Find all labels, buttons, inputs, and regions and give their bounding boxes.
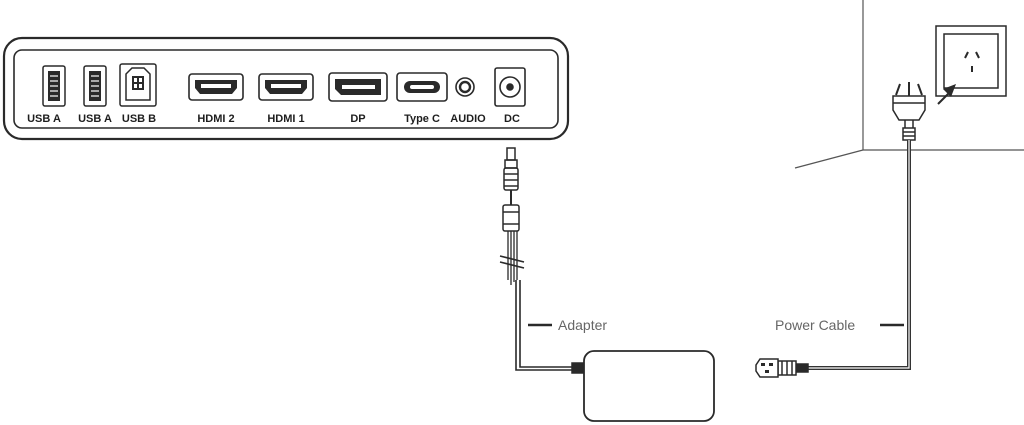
displayport-icon: [328, 72, 388, 102]
monitor-io-panel: [2, 36, 570, 141]
coiled-cable: [499, 231, 525, 285]
port-label-usb-a: USB A: [78, 113, 112, 125]
power-cable: [808, 140, 911, 370]
power-adapter-icon: [583, 350, 715, 422]
adapter-label: Adapter: [558, 317, 607, 333]
port-label-usb-b: USB B: [122, 113, 156, 125]
ferrite-bead-icon: [502, 204, 520, 232]
iec-connector-icon: [755, 358, 809, 378]
dc-plug-icon: [503, 147, 519, 205]
port-label-audio: AUDIO: [450, 113, 486, 125]
usb-b-port-icon: [119, 63, 157, 107]
dc-jack-icon: [494, 67, 526, 107]
wall: [794, 0, 1024, 169]
wall-outlet-icon: [935, 25, 1007, 97]
port-label-dp: DP: [350, 113, 365, 125]
power-cable-label: Power Cable: [775, 317, 855, 333]
usb-a-port-icon: [83, 65, 107, 107]
ac-plug-icon: [892, 82, 926, 141]
plug-direction-arrow-icon: [937, 84, 956, 105]
audio-jack-icon: [455, 77, 475, 97]
port-label-dc: DC: [504, 113, 520, 125]
port-label-type-c: Type C: [404, 113, 440, 125]
adapter-strain-relief: [571, 362, 585, 374]
usb-a-port-icon: [42, 65, 66, 107]
usb-c-port-icon: [396, 72, 448, 102]
port-label-usb-a: USB A: [27, 113, 61, 125]
port-label-hdmi-2: HDMI 2: [197, 113, 234, 125]
hdmi-port-icon: [188, 73, 244, 101]
hdmi-port-icon: [258, 73, 314, 101]
port-label-hdmi-1: HDMI 1: [267, 113, 304, 125]
adapter-cable: [515, 280, 572, 371]
